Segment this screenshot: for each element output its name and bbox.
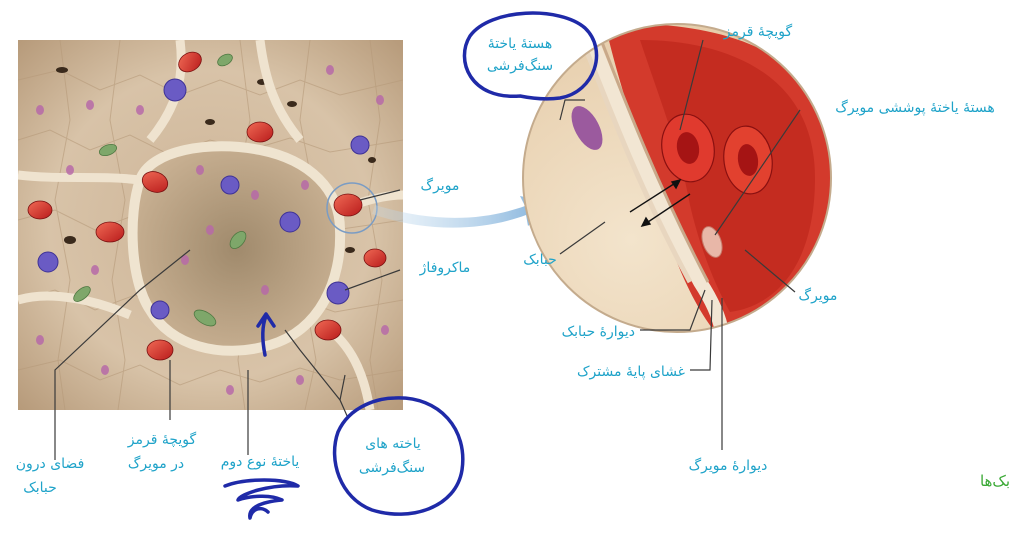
label-alveolus: حبابک — [523, 252, 557, 268]
label-capillary-right: مویرگ — [799, 286, 838, 304]
label-capillary-wall: دیوارهٔ مویرگ — [689, 456, 768, 474]
magnified-view — [523, 24, 840, 332]
label-rbc-capillary-2: در مویرگ — [128, 454, 184, 472]
label-squamous-nucleus-1: هستهٔ یاختهٔ — [488, 36, 553, 52]
label-alveolar-space-1: فضای درون — [16, 456, 85, 472]
label-basement-membrane: غشای پایهٔ مشترک — [577, 364, 685, 380]
tissue-illustration — [18, 40, 403, 410]
label-red-blood-cell: گویچهٔ قرمز — [723, 23, 793, 40]
scribble-icon — [225, 480, 298, 518]
label-squamous-nucleus-2: سنگ‌فرشی — [487, 57, 553, 74]
label-squamous-cells-2: سنگ‌فرشی — [359, 459, 425, 476]
label-rbc-capillary-1: گویچهٔ قرمز — [127, 431, 197, 448]
label-macrophage: ماکروفاژ — [419, 260, 471, 276]
label-squamous-cells-1: یاخته های — [365, 436, 421, 452]
corner-text-fragment: بک‌ها — [980, 472, 1010, 490]
label-alveolar-space-2: حبابک — [23, 480, 57, 496]
label-capillary-left: مویرگ — [421, 176, 460, 194]
label-alveolar-wall: دیوارهٔ حبابک — [562, 324, 635, 340]
hand-drawn-circle-icon — [335, 398, 463, 514]
label-type2-cell: یاختهٔ نوع دوم — [221, 454, 300, 470]
label-endothelial-nucleus: هستهٔ یاختهٔ پوششی مویرگ — [835, 98, 994, 116]
